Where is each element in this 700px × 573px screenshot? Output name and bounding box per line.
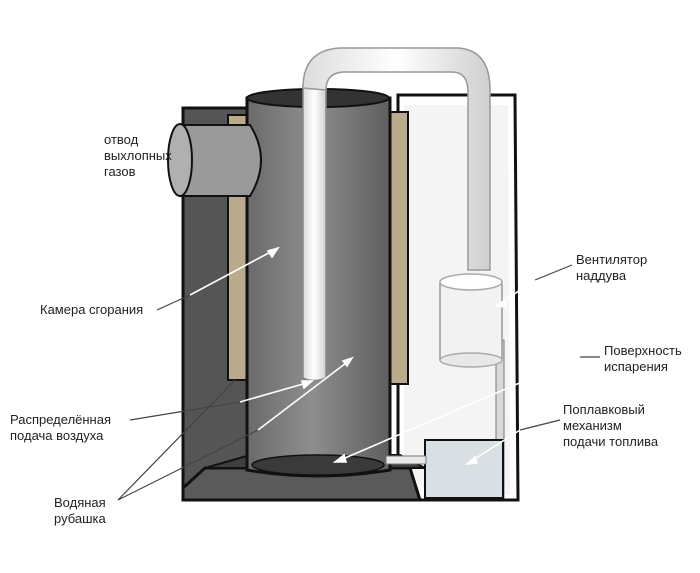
label-float-mechanism: Поплавковый механизм подачи топлива	[563, 402, 659, 449]
exhaust-pipe	[179, 124, 262, 197]
air-tube	[302, 84, 327, 382]
evaporation-surface	[251, 454, 385, 476]
air-tube-bend	[302, 47, 491, 271]
blower-fan-top	[439, 273, 503, 291]
feed-line	[385, 455, 427, 465]
label-evaporation-surface: Поверхность испарения	[604, 343, 682, 374]
housing-bottom	[181, 466, 423, 502]
leader-lines	[117, 264, 600, 501]
exhaust-pipe-opening	[167, 123, 193, 197]
blower-fan	[439, 281, 503, 361]
pointer-lines	[189, 246, 581, 466]
label-combustion-chamber: Камера сгорания	[40, 302, 144, 317]
blower-fan-bottom	[439, 352, 503, 368]
label-blower-fan: Вентилятор наддува	[576, 252, 648, 283]
label-water-jacket: Водяная рубашка	[54, 495, 106, 526]
label-air-supply: Распределённая подача воздуха	[10, 412, 112, 443]
label-exhaust: отвод выхлопных газов	[104, 132, 172, 179]
